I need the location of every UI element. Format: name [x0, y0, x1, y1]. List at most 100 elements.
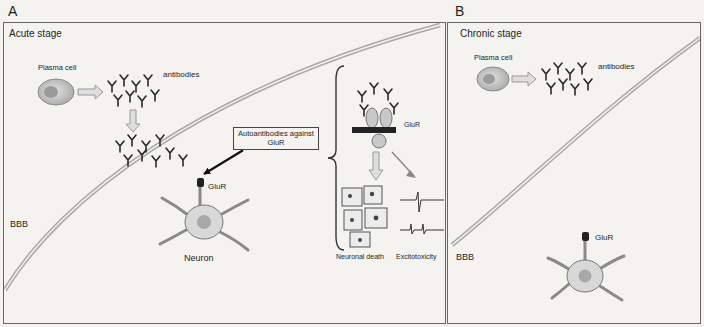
dendrite	[160, 230, 186, 244]
trace	[400, 224, 444, 234]
neuron-cell	[548, 232, 624, 300]
cell-nucleus	[44, 86, 58, 98]
neuron-soma	[567, 260, 603, 292]
neuron-soma	[185, 205, 223, 239]
antibody-symbol	[124, 155, 132, 166]
current-trace	[400, 192, 444, 234]
neuron-node: GluR	[561, 229, 631, 299]
cell-dot	[358, 238, 362, 242]
antibody-symbol	[166, 148, 174, 159]
dendrite	[199, 186, 202, 206]
antibody-symbol	[547, 83, 555, 94]
receptor-subunit	[372, 134, 386, 148]
receptor-subunit	[366, 108, 378, 128]
connector-arrow	[204, 150, 243, 174]
dendrite	[220, 232, 248, 250]
receptor-symbol	[197, 178, 204, 187]
antibody-group	[542, 63, 592, 95]
bbb-line	[452, 38, 700, 245]
barrier-label: BBB	[456, 252, 474, 262]
antibody-symbol	[370, 83, 378, 94]
cell-body	[38, 79, 74, 105]
antibody-symbol	[384, 89, 392, 100]
arrow-head	[406, 170, 416, 178]
cell-dot	[350, 218, 354, 222]
antibody-symbol	[358, 91, 366, 102]
panel-letter: B	[455, 3, 464, 19]
callout-box: Autoantibodies against GluR	[233, 127, 319, 150]
antibody-symbol	[138, 150, 146, 161]
cell-body	[477, 67, 509, 91]
dendrite	[601, 256, 624, 268]
bbb-membrane	[452, 38, 700, 245]
micrograph	[344, 210, 362, 230]
dendrite	[584, 240, 587, 260]
antibody-symbol	[120, 75, 128, 86]
panel-letter: A	[8, 3, 17, 19]
bbb-membrane	[5, 25, 440, 290]
stage-panel: Chronic stageGluR	[447, 22, 701, 324]
antibody-symbol	[571, 84, 579, 95]
node-text: Neuron	[184, 253, 214, 263]
cell-dot	[374, 216, 379, 221]
receptor-label: GluR	[404, 121, 420, 129]
cell-dot	[348, 194, 352, 198]
receptor-subunit	[380, 108, 392, 128]
micrograph	[365, 208, 387, 228]
node-heading: GluR	[208, 182, 226, 191]
dendrite	[548, 258, 570, 270]
secretion-arrow	[78, 85, 103, 99]
antibody-symbol	[138, 96, 146, 107]
antibody-symbol	[132, 81, 140, 92]
node-heading: GluR	[595, 233, 613, 242]
antibody-symbol	[116, 141, 124, 152]
outcome-label: Neuronal death	[336, 253, 384, 261]
dendrite	[222, 200, 248, 214]
antibody-symbol	[542, 69, 550, 80]
cell-dots	[348, 192, 378, 242]
antibody-symbol	[578, 63, 586, 74]
node-heading: Acute stage	[9, 28, 62, 40]
secretion-arrow	[512, 72, 536, 86]
curly-brace	[328, 66, 344, 250]
callout-text: Autoantibodies against GluR	[237, 130, 315, 147]
antibody-symbol	[108, 81, 116, 92]
cell-label: Plasma cell	[474, 54, 512, 63]
barrier-label: BBB	[10, 219, 28, 229]
antibody-symbol	[126, 91, 134, 102]
membrane-bar	[352, 127, 396, 133]
micrograph	[350, 232, 370, 247]
receptor-symbol	[582, 232, 589, 241]
neuron-nucleus	[197, 215, 211, 229]
antibody-symbol	[128, 135, 136, 146]
micrograph	[364, 186, 382, 204]
outcome-arrow	[369, 152, 383, 180]
neuron-cell	[160, 178, 248, 250]
node-heading: Chronic stage	[460, 28, 522, 40]
antibody-group	[108, 75, 159, 107]
antibody-symbol	[152, 156, 160, 167]
antibody-group	[116, 135, 187, 167]
dendrite	[600, 286, 622, 300]
receptor-complex	[352, 108, 396, 148]
outcome-label: Excitotoxicity	[396, 253, 436, 261]
trace	[400, 192, 444, 212]
antibody-symbol	[144, 75, 152, 86]
dendrite	[162, 198, 188, 215]
bbb-line	[452, 38, 700, 245]
antibody-symbol	[559, 79, 567, 90]
antibody-symbol	[114, 95, 122, 106]
dendrite	[552, 284, 569, 298]
cell-label: Plasma cell	[38, 64, 76, 73]
antibody-symbol	[179, 155, 187, 166]
antibody-symbol	[554, 63, 562, 74]
antibody-symbol	[151, 90, 159, 101]
antibody-symbol	[584, 79, 592, 90]
antibody-label: antibodies	[163, 70, 199, 79]
antibody-symbol	[156, 135, 164, 146]
cell-dot	[370, 192, 374, 196]
crossing-arrow	[126, 110, 140, 132]
